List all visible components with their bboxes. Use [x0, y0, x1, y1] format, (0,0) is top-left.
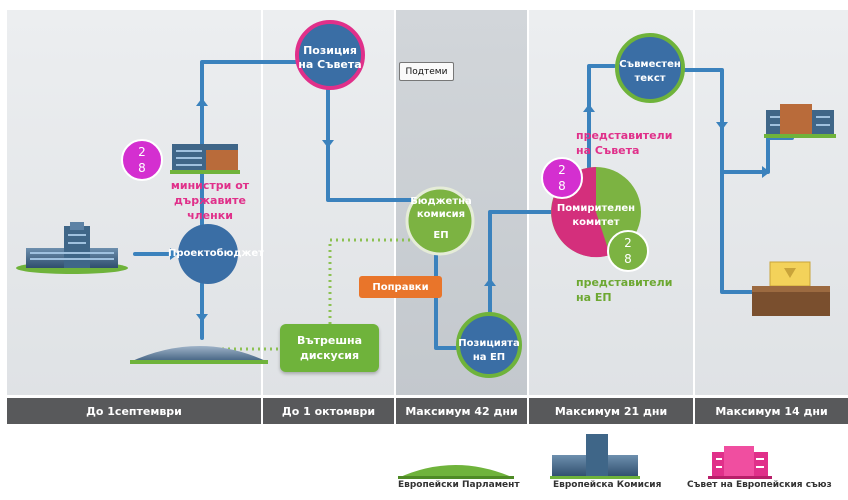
conciliation-line1: Помирителен — [556, 203, 636, 214]
amendments-tag[interactable]: Поправки — [359, 276, 442, 298]
council-reps-badge-bottom: 8 — [558, 179, 566, 193]
joint-text-line1: Съвместен — [619, 59, 681, 70]
ep-reps-badge-top: 2 — [624, 236, 632, 250]
joint-text-line2: текст — [634, 73, 666, 84]
draft-budget-label: Проектобюджет — [168, 248, 264, 259]
timeline-cell-1: До 1септември — [7, 398, 261, 424]
council-reps-badge-number: 2 8 — [552, 162, 572, 194]
ministers-badge-number: 2 8 — [132, 144, 152, 176]
ep-reps-label: представители на ЕП — [576, 275, 676, 305]
budget-committee-line2: комисия — [416, 209, 466, 220]
council-reps-label: представители на Съвета — [576, 128, 676, 158]
commission-building-icon — [16, 222, 128, 274]
subtopics-button[interactable]: Подтеми — [399, 62, 454, 81]
council-position-node — [295, 20, 365, 90]
legend-council-icon — [708, 446, 772, 479]
council-building-right-icon — [764, 104, 836, 138]
council-reps-line2: на Съвета — [576, 144, 640, 157]
budget-committee-label: Бюджетна комисия ЕП — [408, 195, 474, 242]
ministers-label: министри от държавите членки — [160, 178, 260, 223]
ep-reps-badge-bottom: 8 — [624, 252, 632, 266]
internal-discussion-line2: дискусия — [299, 349, 360, 362]
ballot-box-icon — [752, 261, 830, 316]
conciliation-line2: комитет — [572, 217, 620, 228]
ep-position-line1: Позицията — [458, 338, 520, 349]
budget-committee-line1: Бюджетна — [410, 196, 472, 207]
ministers-line3: членки — [187, 209, 233, 222]
ministers-badge — [121, 139, 163, 181]
line-joint-to-right — [682, 68, 772, 294]
timeline-cell-4: Максимум 21 дни — [529, 398, 693, 424]
parliament-dome-icon — [130, 346, 268, 364]
ep-position-label: Позицията на ЕП — [456, 337, 522, 365]
dotted-discussion-to-committee — [328, 238, 414, 324]
ep-reps-line2: на ЕП — [576, 291, 612, 304]
internal-discussion-box[interactable]: Вътрешна дискусия — [280, 324, 379, 372]
ep-reps-line1: представители — [576, 276, 673, 289]
joint-text-label: Съвместен текст — [614, 58, 686, 86]
line-committee-to-ep — [434, 254, 460, 350]
budget-committee-ep: ЕП — [433, 230, 449, 241]
draft-budget-node — [178, 224, 238, 284]
legend-parliament-icon — [398, 465, 514, 479]
council-reps-badge-top: 2 — [558, 163, 566, 177]
legend-council-label: Съвет на Европейския съюз — [687, 480, 832, 490]
line-council-to-committee — [326, 84, 420, 202]
ministers-line2: държавите — [174, 194, 246, 207]
legend-parliament-label: Европейски Парламент — [398, 480, 520, 490]
line-branch-upper — [720, 136, 794, 174]
ministers-line1: министри от — [170, 179, 250, 192]
joint-text-node — [615, 33, 685, 103]
ep-reps-badge-number: 2 8 — [618, 235, 638, 267]
column-1-bg — [7, 10, 261, 395]
internal-discussion-line1: Вътрешна — [296, 334, 363, 347]
conciliation-label: Помирителен комитет — [550, 202, 642, 230]
line-ep-to-conciliation — [488, 210, 554, 324]
budget-committee-node — [405, 186, 475, 256]
council-reps-badge — [541, 157, 583, 199]
council-position-line2: на Съвета — [298, 58, 362, 71]
council-position-line1: Позиция — [303, 44, 357, 57]
legend-commission-icon — [550, 434, 640, 479]
council-building-icon — [170, 144, 240, 174]
ep-reps-badge — [607, 230, 649, 272]
ministers-badge-top: 2 — [138, 145, 146, 159]
legend-commission-label: Европейска Комисия — [553, 480, 662, 490]
timeline-cell-2: До 1 октомври — [263, 398, 394, 424]
ministers-badge-bottom: 8 — [138, 161, 146, 175]
council-reps-line1: представители — [576, 129, 673, 142]
council-position-label: Позиция на Съвета — [296, 44, 364, 72]
ep-position-line2: на ЕП — [472, 352, 506, 363]
line-conciliation-to-joint — [587, 64, 616, 170]
ep-position-node — [456, 312, 522, 378]
timeline-cell-5: Максимум 14 дни — [695, 398, 848, 424]
timeline-cell-3: Максимум 42 дни — [396, 398, 527, 424]
